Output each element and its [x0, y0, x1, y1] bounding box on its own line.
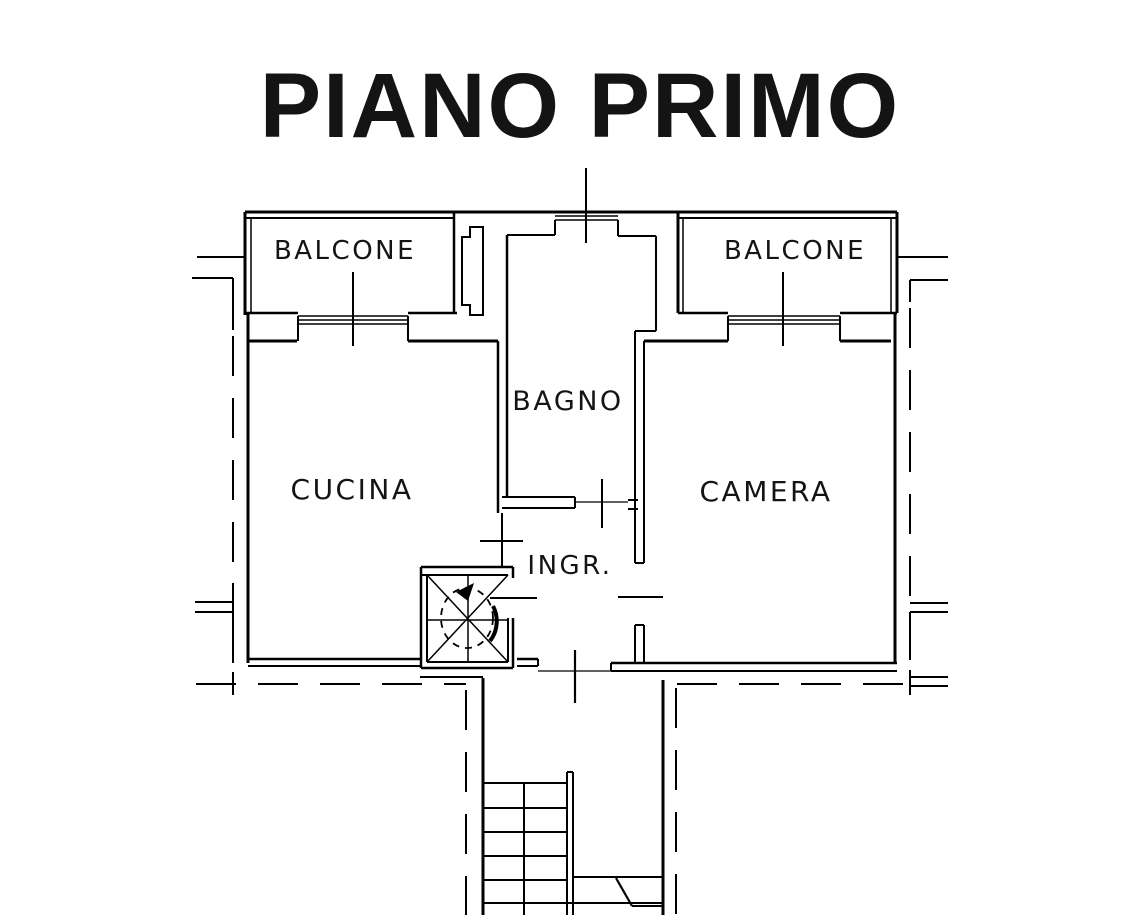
- cucina-ingresso-partition: [480, 513, 523, 567]
- stair-door-swing: [615, 877, 633, 907]
- balcony-left-walls: [243, 212, 484, 346]
- room-labels: BALCONE BALCONE BAGNO CUCINA CAMERA INGR…: [274, 236, 866, 581]
- exterior-top-wall: [245, 168, 897, 243]
- ingresso-camera-partition: [618, 331, 663, 664]
- room-label-bagno: BAGNO: [512, 386, 623, 417]
- room-cucina-walls: [246, 313, 500, 667]
- main-staircase: [465, 678, 677, 915]
- room-label-ingresso: INGR.: [527, 551, 612, 581]
- pillar-column: [461, 226, 484, 316]
- room-label-camera: CAMERA: [699, 475, 832, 508]
- room-camera-walls: [610, 313, 897, 672]
- room-bagno-walls: [502, 220, 657, 528]
- room-label-balcone-right: BALCONE: [724, 236, 866, 266]
- page-title: PIANO PRIMO: [260, 55, 900, 157]
- spiral-arrow-icon: [456, 583, 474, 601]
- room-label-cucina: CUCINA: [291, 473, 414, 506]
- room-label-balcone-left: BALCONE: [274, 236, 416, 266]
- balcony-right-walls: [676, 212, 899, 346]
- spiral-staircase: [419, 565, 537, 670]
- right-boundary: [677, 256, 948, 695]
- entrance-door-area: [420, 650, 611, 703]
- spiral-direction-arc: [488, 605, 499, 643]
- left-boundary: [192, 256, 466, 695]
